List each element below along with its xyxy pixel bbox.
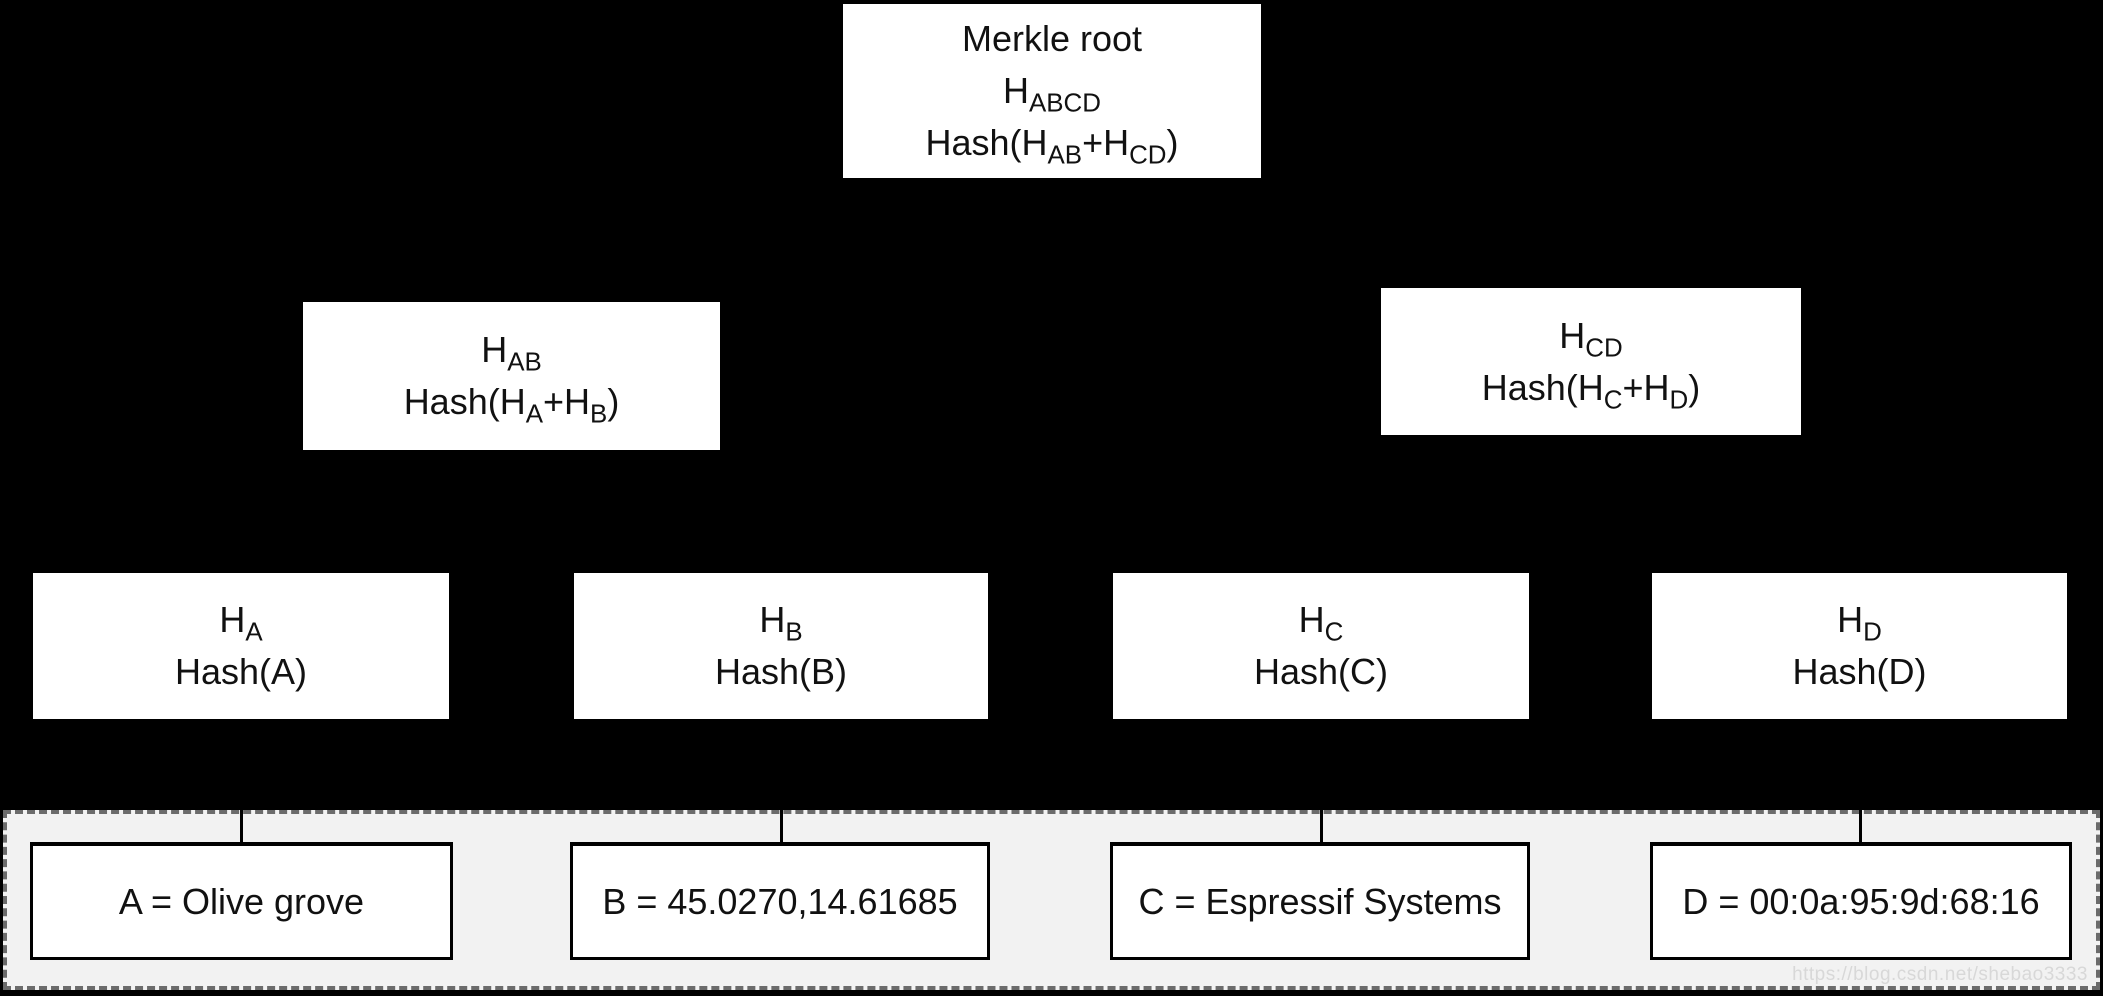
leaf-b-label: B = 45.0270,14.61685 bbox=[602, 880, 958, 922]
connector-line-a bbox=[240, 810, 243, 844]
connector-line-c bbox=[1320, 810, 1323, 844]
leaf-box-a: A = Olive grove bbox=[30, 842, 453, 960]
connector-line-d bbox=[1859, 810, 1862, 844]
watermark-text: https://blog.csdn.net/shebao3333 bbox=[1792, 964, 2088, 985]
leaf-box-c: C = Espressif Systems bbox=[1110, 842, 1530, 960]
leaf-box-b: B = 45.0270,14.61685 bbox=[570, 842, 990, 960]
leaf-a-label: A = Olive grove bbox=[118, 880, 365, 922]
leaf-box-d: D = 00:0a:95:9d:68:16 bbox=[1650, 842, 2072, 960]
leaf-d-label: D = 00:0a:95:9d:68:16 bbox=[1682, 880, 2040, 922]
connector-line-b bbox=[780, 810, 783, 844]
leaf-c-label: C = Espressif Systems bbox=[1138, 880, 1502, 922]
